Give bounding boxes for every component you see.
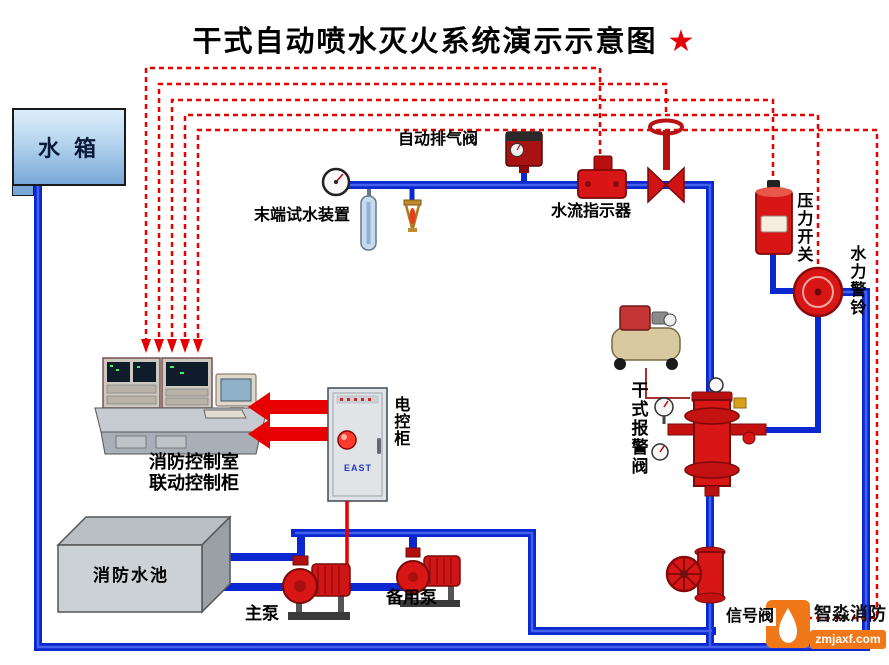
arrowhead-3 (167, 339, 177, 353)
fire-control-console (94, 357, 269, 455)
alarm-valve-top-gauge (708, 377, 724, 393)
hydraulic-alarm-bell-label: 水力警铃 (847, 245, 865, 317)
red-arrow-upper (248, 392, 330, 422)
arrowhead-1 (141, 339, 151, 353)
signal-line-arrowheads (141, 339, 203, 353)
brand-site-badge: zmjaxf.com (810, 630, 886, 649)
dry-alarm-valve-assembly (651, 377, 767, 497)
auto-exhaust-valve-device (505, 131, 543, 173)
main-pump-label: 主泵 (245, 604, 279, 623)
pipe-discharge-header (291, 529, 716, 635)
arrowhead-2 (154, 339, 164, 353)
water-tank-outlet (12, 186, 34, 196)
water-flow-indicator-device (577, 155, 627, 199)
auto-exhaust-valve-label: 自动排气阀 (398, 131, 479, 148)
signal-line-alarm-bell (183, 113, 820, 340)
brand-logo-icon (766, 600, 810, 648)
fire-control-room-label-line1: 消防控制室 (149, 452, 239, 472)
electric-control-cabinet (327, 387, 388, 502)
end-test-device-assembly (321, 167, 377, 251)
sprinkler-head (403, 199, 422, 232)
fire-control-room-label-line2: 联动控制柜 (149, 473, 239, 493)
end-test-device-label: 末端试水装置 (254, 207, 351, 224)
backup-pump (396, 547, 461, 607)
page-title: 干式自动喷水灭火系统演示示意图 ★ (193, 18, 697, 60)
water-tank: 水 箱 (12, 108, 126, 186)
signal-line-top-valve (157, 82, 668, 340)
title-star-icon: ★ (667, 25, 697, 58)
electric-control-cabinet-label: 电控柜 (391, 396, 409, 447)
water-flow-indicator-label: 水流指示器 (551, 203, 632, 220)
title-text: 干式自动喷水灭火系统演示示意图 (192, 26, 658, 58)
fire-water-pool (56, 515, 232, 614)
console-keyboard (203, 409, 247, 419)
dry-alarm-valve-label: 干式报警阀 (628, 381, 648, 476)
compressor-gauge (663, 313, 677, 327)
signal-lines (144, 66, 879, 620)
signal-line-pressure-switch (170, 98, 775, 340)
pressure-switch-device (755, 180, 793, 255)
air-compressor (611, 305, 690, 399)
main-pump (282, 555, 351, 620)
arrowhead-4 (180, 339, 190, 353)
signal-valve-device (665, 546, 726, 604)
hydraulic-alarm-bell-device (792, 266, 844, 318)
pipe-pressure-switch (770, 251, 801, 294)
cabinet-handle (377, 438, 381, 454)
control-signal-arrows (248, 392, 330, 449)
pressure-switch-label: 压力开关 (794, 192, 812, 264)
signal-line-flow-indicator (144, 66, 602, 340)
fire-water-pool-label: 消防水池 (93, 566, 169, 585)
signal-valve-label: 信号阀 (724, 608, 777, 627)
backup-pump-label: 备用泵 (386, 588, 437, 607)
signal-line-signal-valve (196, 128, 879, 620)
water-tank-label: 水 箱 (37, 136, 101, 161)
pipe-bell-drain (759, 311, 821, 433)
top-gate-valve (647, 118, 685, 204)
red-arrow-lower (248, 419, 330, 449)
cabinet-brand-label: EAST (343, 463, 372, 473)
brand-name: 智淼消防 (814, 604, 886, 624)
cabinet-indicator-lamp (337, 430, 357, 450)
arrowhead-5 (193, 339, 203, 353)
